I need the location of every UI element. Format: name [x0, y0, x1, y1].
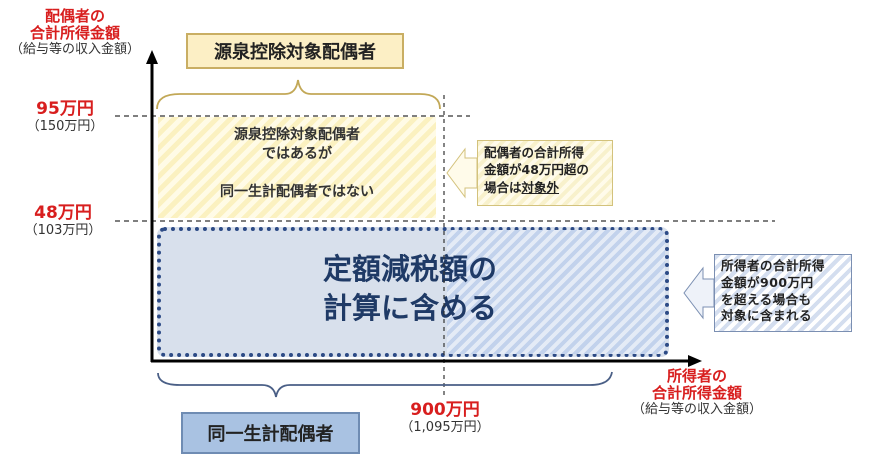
- x-tick-900-value: 900万円: [410, 400, 480, 420]
- top-brace-icon: [156, 79, 441, 110]
- x-axis-title-line2: 合計所得金額: [651, 384, 742, 403]
- blue-line2: 計算に含める: [322, 291, 497, 326]
- yellow-line3: 同一生計配偶者ではない: [220, 183, 374, 200]
- callout-blue-line3: を超える場合も: [721, 291, 812, 307]
- callout-blue-line1: 所得者の合計所得: [721, 258, 826, 273]
- y-axis-title-line1: 配偶者の: [44, 7, 105, 25]
- callout-blue-line4: 対象に含まれる: [721, 308, 813, 324]
- x-tick-900: 900万円 （1,095万円）: [390, 400, 500, 435]
- y-axis-title: 配偶者の 合計所得金額 （給与等の収入金額）: [0, 7, 150, 57]
- x-tick-900-note: （1,095万円）: [400, 419, 490, 435]
- y-tick-95-value: 95万円: [36, 99, 94, 119]
- x-axis-title-line1: 所得者の: [666, 367, 727, 385]
- x-axis-arrow-icon: [688, 355, 702, 367]
- callout-blue: 所得者の合計所得 金額が900万円 を超える場合も 対象に含まれる: [714, 254, 852, 332]
- yellow-line1: 源泉控除対象配偶者: [234, 127, 360, 143]
- callout-yellow-line1: 配偶者の合計所得: [484, 145, 585, 160]
- y-tick-95-note: （150万円）: [26, 118, 104, 134]
- y-tick-95: 95万円 （150万円）: [10, 99, 120, 134]
- y-axis-title-line2: 合計所得金額: [29, 24, 120, 43]
- callout-yellow-line2: 金額が48万円超の: [484, 162, 589, 178]
- y-tick-48-value: 48万円: [34, 203, 92, 223]
- blue-region-hatch: [447, 230, 665, 354]
- yellow-region: [158, 117, 436, 218]
- top-bracket-label: 源泉控除対象配偶者: [186, 33, 404, 69]
- callout-yellow-line3: 場合は対象外: [484, 179, 606, 196]
- callout-yellow-line3-prefix: 場合は: [484, 179, 522, 195]
- x-axis-title: 所得者の 合計所得金額 （給与等の収入金額）: [612, 367, 782, 417]
- callout-yellow-line3-emphasis: 対象外: [521, 179, 560, 195]
- yellow-line2: ではあるが: [262, 145, 332, 162]
- blue-line1: 定額減税額の: [322, 252, 497, 286]
- y-axis-title-note: （給与等の収入金額）: [9, 41, 140, 57]
- bottom-bracket-label: 同一生計配偶者: [181, 412, 360, 454]
- yellow-region-text: 源泉控除対象配偶者 ではあるが 同一生計配偶者ではない: [158, 126, 436, 202]
- y-axis-arrow-icon: [146, 50, 158, 64]
- blue-region-text: 定額減税額の 計算に含める: [260, 250, 560, 328]
- y-tick-48-note: （103万円）: [24, 222, 102, 238]
- callout-blue-arrow-icon: [683, 266, 715, 320]
- bottom-brace-icon: [157, 371, 613, 398]
- callout-yellow-arrow-icon: [446, 147, 478, 199]
- y-tick-48: 48万円 （103万円）: [8, 203, 118, 238]
- callout-yellow: 配偶者の合計所得 金額が48万円超の 場合は対象外: [477, 140, 613, 206]
- callout-blue-line2: 金額が900万円: [721, 274, 814, 290]
- x-axis-title-note: （給与等の収入金額）: [631, 401, 762, 417]
